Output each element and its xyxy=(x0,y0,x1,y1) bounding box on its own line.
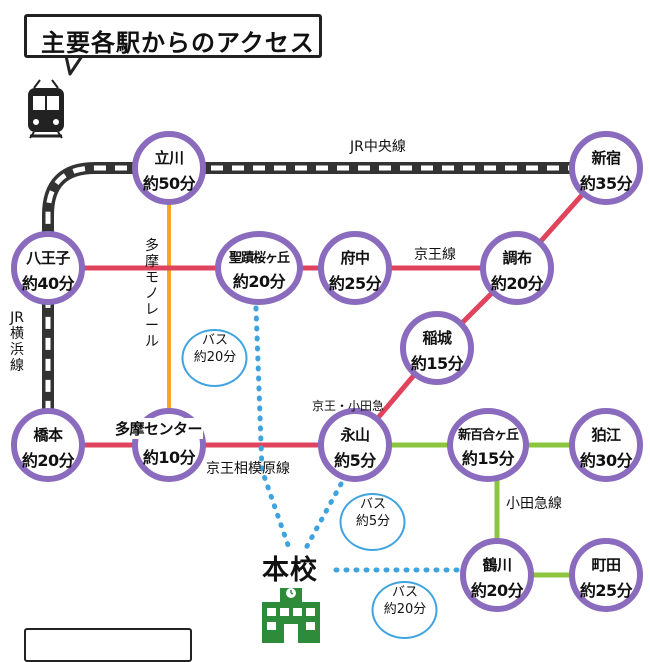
station-name: 鶴川 xyxy=(482,556,512,574)
station-time: 約20分 xyxy=(470,581,524,600)
bus-label-seiseki: バス 約20分 xyxy=(186,332,244,366)
bus-time: 約20分 xyxy=(383,602,427,617)
legend-box xyxy=(24,628,192,662)
bus-bubble-1 xyxy=(181,329,248,387)
station-name: 永山 xyxy=(340,426,370,444)
bus-bubble-3 xyxy=(371,581,438,639)
line-label-jr-yokohama: JR横浜線 xyxy=(10,310,24,374)
station-hashimoto[interactable]: 橋本 約20分 xyxy=(11,408,85,482)
station-time: 約25分 xyxy=(579,581,633,600)
station-name: 新宿 xyxy=(591,149,621,167)
station-name: 稲城 xyxy=(422,329,452,347)
station-chofu[interactable]: 調布 約20分 xyxy=(480,231,554,305)
station-name: 立川 xyxy=(154,149,184,167)
bus-route-seiseki xyxy=(253,305,292,551)
station-name: 八王子 xyxy=(26,249,70,267)
station-name-tama-center: 多摩センター xyxy=(114,418,204,439)
station-fuchu[interactable]: 府中 約25分 xyxy=(318,231,392,305)
station-name: 橋本 xyxy=(33,426,63,444)
bus-label-nagayama: バス 約5分 xyxy=(344,496,402,530)
station-name: 狛江 xyxy=(591,426,621,444)
station-komae[interactable]: 狛江 約30分 xyxy=(569,408,643,482)
train-icon xyxy=(28,79,64,139)
station-name: 新百合ヶ丘 xyxy=(457,428,519,443)
station-time: 約20分 xyxy=(232,272,286,291)
station-time: 約15分 xyxy=(461,449,515,468)
bus-bubble-2 xyxy=(339,493,406,551)
line-label-jr-chuo: JR中央線 xyxy=(350,139,406,155)
line-label-keio: 京王線 xyxy=(414,247,456,263)
station-nagayama[interactable]: 永山 約5分 xyxy=(318,408,392,482)
school-icon xyxy=(262,588,320,643)
bus-label-tsurukawa: バス 約20分 xyxy=(376,584,434,618)
station-name: 調布 xyxy=(502,249,532,267)
bus-time: 約5分 xyxy=(355,514,391,529)
bus-label: バス xyxy=(359,497,386,512)
station-shinyurigaoka[interactable]: 新百合ヶ丘 約15分 xyxy=(447,408,529,482)
bus-label: バス xyxy=(201,333,228,348)
station-inagi[interactable]: 稲城 約15分 xyxy=(400,311,474,385)
station-seisekisakuragaoka[interactable]: 聖蹟桜ヶ丘 約20分 xyxy=(215,231,303,305)
station-time: 約20分 xyxy=(490,274,544,293)
bus-label: バス xyxy=(391,585,418,600)
station-time: 約25分 xyxy=(328,274,382,293)
station-machida[interactable]: 町田 約25分 xyxy=(569,538,643,612)
station-hachioji[interactable]: 八王子 約40分 xyxy=(11,231,85,305)
school-label: 本校 xyxy=(262,555,318,586)
station-time: 約20分 xyxy=(21,451,75,470)
station-time: 約40分 xyxy=(21,274,75,293)
station-time: 約35分 xyxy=(579,174,633,193)
title-box: 主要各駅からのアクセス xyxy=(24,14,322,58)
line-label-keio-sagamihara: 京王相模原線 xyxy=(206,461,290,477)
station-time: 約30分 xyxy=(579,451,633,470)
station-time: 約50分 xyxy=(142,174,196,193)
station-tsurukawa[interactable]: 鶴川 約20分 xyxy=(460,538,534,612)
title-pointer xyxy=(64,54,84,76)
line-label-tama-monorail: 多摩モノレール xyxy=(145,238,159,350)
route-map xyxy=(28,54,608,643)
page-title: 主要各駅からのアクセス xyxy=(41,29,315,57)
station-name: 聖蹟桜ヶ丘 xyxy=(228,251,290,266)
station-shinjuku[interactable]: 新宿 約35分 xyxy=(569,131,643,205)
station-time: 約5分 xyxy=(334,451,376,470)
jr-line-dash xyxy=(45,165,606,428)
station-name: 府中 xyxy=(340,249,370,267)
station-name: 町田 xyxy=(591,556,621,574)
bus-route-nagayama xyxy=(303,481,344,551)
station-time: 約10分 xyxy=(142,448,196,467)
line-label-keio-odakyu: 京王・小田急 xyxy=(312,399,385,413)
line-label-odakyu: 小田急線 xyxy=(506,496,562,512)
station-time: 約15分 xyxy=(410,354,464,373)
bus-time: 約20分 xyxy=(193,350,237,365)
station-tachikawa[interactable]: 立川 約50分 xyxy=(132,131,206,205)
